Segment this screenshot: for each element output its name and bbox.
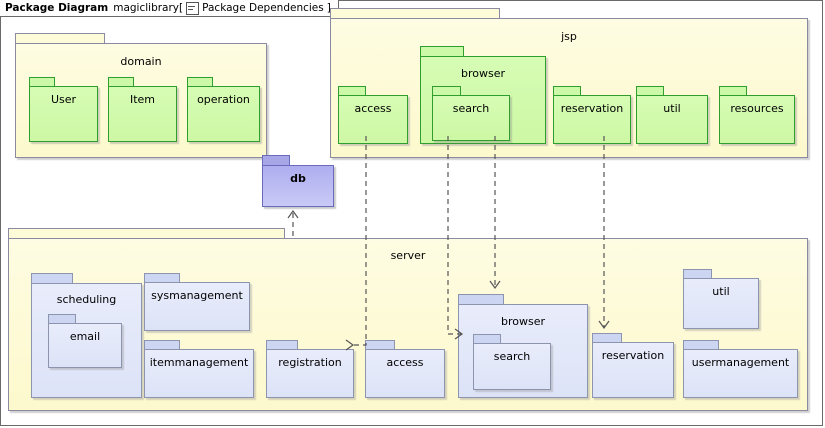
package-tab xyxy=(330,8,500,19)
package-tab xyxy=(8,228,285,239)
package-db[interactable]: db xyxy=(262,155,334,207)
package-body xyxy=(365,349,445,398)
package-body xyxy=(338,95,408,144)
package-tab xyxy=(683,269,712,279)
package-tab xyxy=(187,77,213,87)
package-body xyxy=(683,349,798,398)
package-server-util-label: util xyxy=(712,285,730,298)
package-server-browser[interactable]: browser search xyxy=(458,294,588,398)
package-body xyxy=(144,282,250,331)
bracket-open: [ xyxy=(179,2,184,14)
package-server-scheduling[interactable]: scheduling email xyxy=(31,273,142,398)
package-jsp-access[interactable]: access xyxy=(338,86,408,144)
package-body xyxy=(144,349,254,398)
package-jsp-util[interactable]: util xyxy=(636,86,708,144)
package-domain-operation-label: operation xyxy=(197,93,250,106)
package-body xyxy=(636,95,708,144)
diagram-kind-label: Package Diagram xyxy=(5,2,109,14)
package-tab xyxy=(144,273,180,283)
diagram-icon xyxy=(186,1,200,15)
package-body xyxy=(48,323,122,368)
package-domain-label: domain xyxy=(120,55,162,68)
package-server-sysmanagement[interactable]: sysmanagement xyxy=(144,273,250,331)
package-body xyxy=(719,95,795,144)
package-tab xyxy=(29,77,55,87)
package-tab xyxy=(636,86,664,96)
package-server-reservation-label: reservation xyxy=(601,349,665,362)
package-body xyxy=(266,349,354,398)
package-tab xyxy=(262,155,290,166)
package-server-usermanagement-label: usermanagement xyxy=(691,356,790,369)
package-body xyxy=(683,278,759,329)
package-server-browser-search[interactable]: search xyxy=(473,334,551,390)
package-jsp-browser-search[interactable]: search xyxy=(432,86,510,141)
package-tab xyxy=(683,340,719,350)
bracket-close: ] xyxy=(326,2,331,14)
package-domain-operation[interactable]: operation xyxy=(187,77,260,142)
package-tab xyxy=(420,46,464,57)
package-server-sysmanagement-label: sysmanagement xyxy=(151,289,243,302)
package-tab xyxy=(266,340,298,350)
package-tab xyxy=(553,86,581,96)
package-jsp-resources[interactable]: resources xyxy=(719,86,795,144)
package-domain-user-label: User xyxy=(50,93,77,106)
diagram-frame-header: Package Diagram magiclibrary [ Package D… xyxy=(0,0,339,17)
package-server-util[interactable]: util xyxy=(683,269,759,329)
package-server-itemmanagement-label: itemmanagement xyxy=(149,356,249,369)
package-domain-item[interactable]: Item xyxy=(108,77,177,142)
package-tab xyxy=(719,86,747,96)
package-body xyxy=(553,95,631,144)
package-jsp-browser[interactable]: browser search xyxy=(420,46,546,144)
package-jsp-browser-search-label: search xyxy=(452,102,490,115)
package-server-access[interactable]: access xyxy=(365,340,445,398)
package-server-registration-label: registration xyxy=(278,356,342,369)
diagram-view-label: Package Dependencies xyxy=(202,2,324,14)
package-body xyxy=(187,86,260,142)
package-server-label: server xyxy=(390,249,426,262)
package-body xyxy=(108,86,177,142)
package-tab xyxy=(338,86,366,96)
package-jsp-label: jsp xyxy=(561,30,577,43)
diagram-model-label: magiclibrary xyxy=(113,2,180,14)
package-body xyxy=(592,342,674,398)
package-server[interactable]: server scheduling email sysmanagement it… xyxy=(8,228,808,411)
package-server-browser-search-label: search xyxy=(493,350,531,363)
package-tab xyxy=(31,273,73,284)
package-tab xyxy=(473,334,501,344)
package-jsp-access-label: access xyxy=(354,102,392,115)
package-domain-user[interactable]: User xyxy=(29,77,98,142)
package-tab xyxy=(48,314,76,324)
package-body xyxy=(432,95,510,141)
package-jsp-util-label: util xyxy=(663,102,681,115)
package-server-itemmanagement[interactable]: itemmanagement xyxy=(144,340,254,398)
package-server-registration[interactable]: registration xyxy=(266,340,354,398)
package-server-scheduling-email-label: email xyxy=(69,330,101,343)
package-server-browser-label: browser xyxy=(500,315,545,328)
package-server-usermanagement[interactable]: usermanagement xyxy=(683,340,798,398)
package-tab xyxy=(144,340,180,350)
package-body xyxy=(473,343,551,390)
package-domain[interactable]: domain User Item operation xyxy=(15,33,267,158)
package-tab xyxy=(15,33,105,44)
package-body xyxy=(29,86,98,142)
package-jsp[interactable]: jsp access browser search reservation ut xyxy=(330,8,808,158)
package-body xyxy=(262,165,334,207)
package-tab xyxy=(108,77,134,87)
package-server-scheduling-email[interactable]: email xyxy=(48,314,122,368)
package-domain-item-label: Item xyxy=(129,93,156,106)
package-tab xyxy=(432,86,461,96)
package-server-access-label: access xyxy=(386,356,424,369)
package-jsp-browser-label: browser xyxy=(460,67,505,80)
package-db-label: db xyxy=(290,172,306,185)
package-server-scheduling-label: scheduling xyxy=(56,293,117,306)
package-tab xyxy=(592,333,622,343)
package-jsp-reservation[interactable]: reservation xyxy=(553,86,631,144)
package-jsp-reservation-label: reservation xyxy=(560,102,624,115)
package-jsp-resources-label: resources xyxy=(730,102,784,115)
package-server-reservation[interactable]: reservation xyxy=(592,333,674,398)
